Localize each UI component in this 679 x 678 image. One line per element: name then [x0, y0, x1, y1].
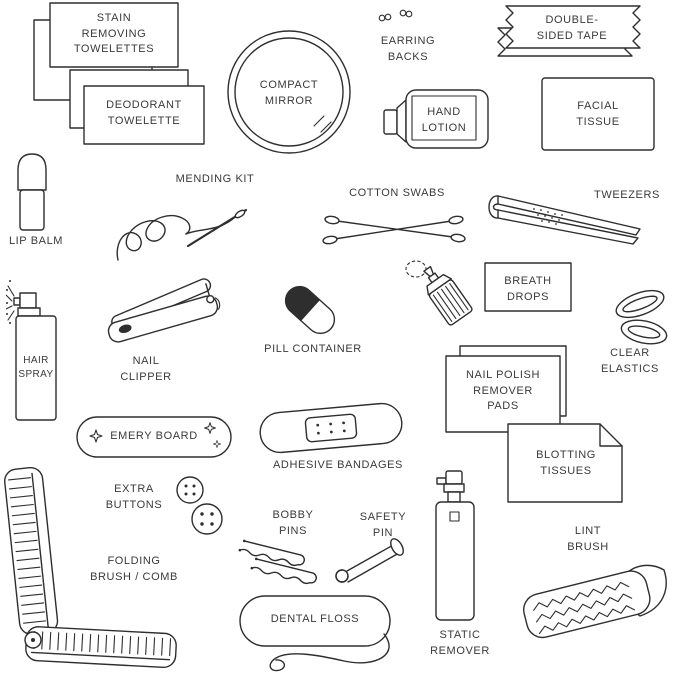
deodorant-packet-icon	[69, 69, 205, 145]
tweezers-label: TWEEZERS	[594, 189, 660, 201]
buttons-icon	[176, 476, 223, 535]
bobby-pins-icon	[238, 539, 317, 585]
facial-tissue-icon	[541, 77, 655, 151]
nail-polish-remover-pads-label: NAIL POLISH REMOVER PADS	[465, 369, 541, 413]
breath-drops: BREATH DROPS	[405, 258, 575, 338]
emery-board-label: EMERY BOARD	[110, 430, 198, 442]
dental-floss-icon	[239, 595, 391, 672]
tweezers: TWEEZERS	[484, 180, 664, 258]
cotton-swabs-label: COTTON SWABS	[349, 187, 445, 199]
compact-mirror-label: COMPACT MIRROR	[259, 79, 319, 107]
bandage-icon	[259, 402, 403, 454]
double-sided-tape-label: DOUBLE- SIDED TAPE	[536, 14, 608, 42]
emery-board-icon	[76, 416, 232, 458]
remover-pads-icon	[445, 345, 567, 433]
nail-clipper-label: NAIL CLIPPER	[120, 355, 172, 383]
adhesive-bandages: ADHESIVE BANDAGES	[256, 396, 420, 480]
bobby-pins: BOBBY PINS	[232, 504, 332, 594]
cotton-swabs: COTTON SWABS	[318, 186, 474, 250]
earring-backs: EARRING BACKS	[370, 6, 446, 68]
lint-brush: LINT BRUSH	[518, 520, 674, 648]
compact-mirror-icon	[227, 30, 351, 154]
elastics-icon	[615, 289, 668, 345]
stain-removing-towelettes: STAIN REMOVING TOWELETTES	[28, 2, 180, 106]
hand-lotion-tube-icon	[383, 89, 489, 149]
blotting-sheet-icon	[507, 423, 623, 503]
breath-drops-bottle-icon	[405, 260, 572, 326]
extra-buttons-label: EXTRA BUTTONS	[105, 483, 163, 511]
pill-container: PILL CONTAINER	[246, 276, 380, 364]
clear-elastics: CLEAR ELASTICS	[584, 282, 676, 386]
nail-clipper: NAIL CLIPPER	[90, 270, 240, 388]
bobby-pins-label: BOBBY PINS	[272, 509, 314, 537]
nail-polish-remover-pads: NAIL POLISH REMOVER PADS	[444, 344, 572, 436]
static-remover-bottle-icon	[435, 470, 475, 621]
lint-brush-icon	[523, 564, 667, 639]
lip-balm: LIP BALM	[4, 146, 68, 252]
compact-mirror: COMPACT MIRROR	[226, 24, 352, 160]
static-remover-label: STATIC REMOVER	[430, 629, 490, 657]
cotton-swabs-icon	[322, 215, 466, 245]
earring-backs-icon	[378, 9, 413, 22]
lint-brush-label: LINT BRUSH	[567, 525, 609, 553]
facial-tissue-label: FACIAL TISSUE	[576, 100, 620, 128]
folding-brush-comb: FOLDING BRUSH / COMB	[0, 460, 198, 678]
hand-lotion: HAND LOTION	[382, 80, 494, 154]
deodorant-towelette: DEODORANT TOWELETTE	[66, 68, 208, 148]
folding-comb-icon	[4, 466, 177, 669]
needle-thread-icon	[116, 208, 248, 261]
pill-container-label: PILL CONTAINER	[264, 343, 362, 355]
dental-floss-label: DENTAL FLOSS	[270, 613, 360, 625]
towelette-packets-icon	[33, 2, 179, 101]
safety-pin-label: SAFETY PIN	[359, 511, 407, 539]
clear-elastics-label: CLEAR ELASTICS	[601, 347, 659, 375]
tweezers-icon	[488, 195, 641, 245]
hand-lotion-label: HAND LOTION	[421, 106, 467, 134]
dental-floss: DENTAL FLOSS	[230, 590, 400, 678]
breath-drops-label: BREATH DROPS	[504, 275, 552, 303]
lip-balm-icon	[17, 153, 47, 231]
safety-pin: SAFETY PIN	[322, 504, 418, 600]
hair-spray: HAIR SPRAY	[6, 276, 70, 426]
folding-brush-comb-label: FOLDING BRUSH / COMB	[90, 555, 178, 583]
mending-kit: MENDING KIT	[112, 170, 270, 268]
blotting-tissues: BLOTTING TISSUES	[504, 416, 632, 508]
extra-buttons: EXTRA BUTTONS	[94, 474, 226, 540]
stain-removing-towelettes-label: STAIN REMOVING TOWELETTES	[73, 12, 155, 56]
emery-board: EMERY BOARD	[74, 408, 236, 464]
safety-pin-icon	[335, 538, 404, 583]
hair-spray-bottle-icon	[6, 280, 57, 421]
nail-clipper-icon	[107, 278, 221, 343]
static-remover: STATIC REMOVER	[416, 466, 504, 672]
tape-strips-icon	[497, 5, 641, 57]
hair-spray-label: HAIR SPRAY	[18, 355, 54, 381]
double-sided-tape: DOUBLE- SIDED TAPE	[486, 2, 650, 74]
deodorant-towelette-label: DEODORANT TOWELETTE	[106, 99, 182, 127]
adhesive-bandages-label: ADHESIVE BANDAGES	[272, 459, 403, 471]
mending-kit-label: MENDING KIT	[175, 173, 255, 185]
blotting-tissues-label: BLOTTING TISSUES	[536, 449, 596, 477]
pill-capsule-icon	[284, 285, 336, 335]
facial-tissue: FACIAL TISSUE	[540, 76, 656, 152]
earring-backs-label: EARRING BACKS	[380, 35, 436, 63]
lip-balm-label: LIP BALM	[8, 235, 64, 247]
